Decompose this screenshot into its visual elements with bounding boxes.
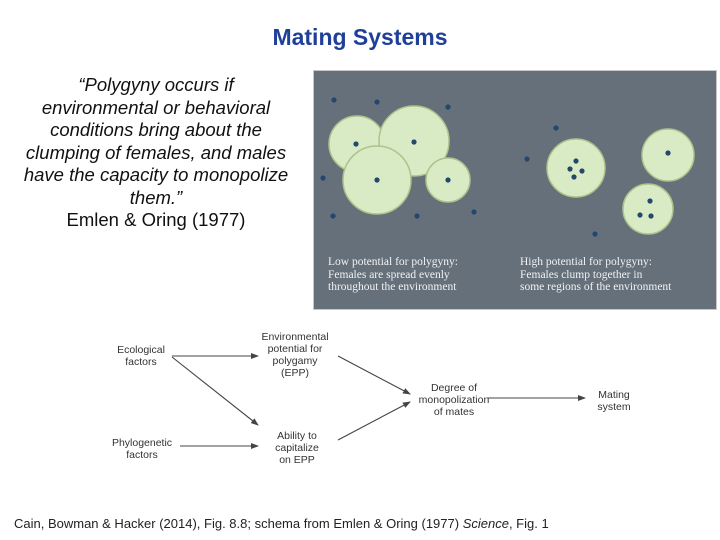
footer-citation: Cain, Bowman & Hacker (2014), Fig. 8.8; … <box>14 516 549 531</box>
degree-line: monopolization <box>418 394 490 406</box>
female-dot <box>592 231 598 237</box>
female-dot <box>411 139 417 145</box>
mating-line: system <box>597 401 631 413</box>
footer-suffix: , Fig. 1 <box>508 516 549 531</box>
epp-line: potential for <box>267 343 323 355</box>
right-caption-line: some regions of the environment <box>520 281 672 293</box>
ecological-line: factors <box>125 356 157 368</box>
left-caption-line: Low potential for polygyny: <box>328 256 458 268</box>
polygyny-figure-art <box>314 71 716 309</box>
ability-line: Ability to <box>277 430 317 442</box>
degree-line: Degree of <box>430 382 478 394</box>
slide-title: Mating Systems <box>272 24 448 50</box>
female-dot <box>567 166 573 172</box>
arrow-ability-to-degree <box>337 401 411 441</box>
epp-label: Environmental potential for polygamy (EP… <box>250 331 340 379</box>
female-dot <box>374 99 380 105</box>
degree-label: Degree of monopolization of mates <box>408 382 500 418</box>
female-dot <box>414 213 420 219</box>
female-dot <box>353 141 359 147</box>
right-caption-line: High potential for polygyny: <box>520 256 652 268</box>
footer-journal: Science <box>462 516 509 531</box>
arrow-epp-to-degree <box>337 355 411 395</box>
ecological-line: Ecological <box>117 344 165 356</box>
ecological-factors-label: Ecological factors <box>104 344 178 368</box>
female-dot <box>579 168 585 174</box>
quote-attribution: Emlen & Oring (1977) <box>66 209 246 230</box>
female-dot <box>330 213 336 219</box>
right-caption-line: Females clump together in <box>520 268 643 281</box>
degree-line: of mates <box>433 406 475 418</box>
left-caption-line: throughout the environment <box>328 281 457 293</box>
epp-line: (EPP) <box>280 367 309 379</box>
arrow-ecological-to-ability <box>171 356 259 426</box>
female-dot <box>637 212 643 218</box>
left-caption: Low potential for polygyny: Females are … <box>328 256 458 294</box>
female-territory-circle <box>546 138 606 198</box>
female-dot <box>320 175 326 181</box>
female-dot <box>374 177 380 183</box>
female-dot <box>648 213 654 219</box>
right-caption: High potential for polygyny: Females clu… <box>520 256 671 294</box>
female-dot <box>331 97 337 103</box>
ability-line: on EPP <box>279 454 315 466</box>
phylogenetic-factors-label: Phylogenetic factors <box>100 437 184 461</box>
quote-block: “Polygyny occurs if environmental or beh… <box>22 74 290 232</box>
female-dot <box>524 156 530 162</box>
mating-system-label: Mating system <box>592 389 636 413</box>
female-dot <box>553 125 559 131</box>
epp-line: polygamy <box>272 355 318 367</box>
mating-line: Mating <box>598 389 630 401</box>
female-dot <box>445 104 451 110</box>
polygyny-figure: Low potential for polygyny: Females are … <box>313 70 717 310</box>
female-dot <box>573 158 579 164</box>
phylogenetic-line: factors <box>126 449 158 461</box>
epp-line: Environmental <box>261 331 329 343</box>
quote-text: “Polygyny occurs if environmental or beh… <box>23 74 289 208</box>
female-dot <box>471 209 477 215</box>
ability-line: capitalize <box>275 442 319 454</box>
female-dot <box>445 177 451 183</box>
phylogenetic-line: Phylogenetic <box>111 437 173 449</box>
footer-prefix: Cain, Bowman & Hacker (2014), Fig. 8.8; … <box>14 516 463 531</box>
ability-label: Ability to capitalize on EPP <box>258 430 336 466</box>
female-dot <box>665 150 671 156</box>
left-caption-line: Females are spread evenly <box>328 268 450 281</box>
female-dot <box>571 174 577 180</box>
female-dot <box>647 198 653 204</box>
female-territory-circle <box>622 183 674 235</box>
